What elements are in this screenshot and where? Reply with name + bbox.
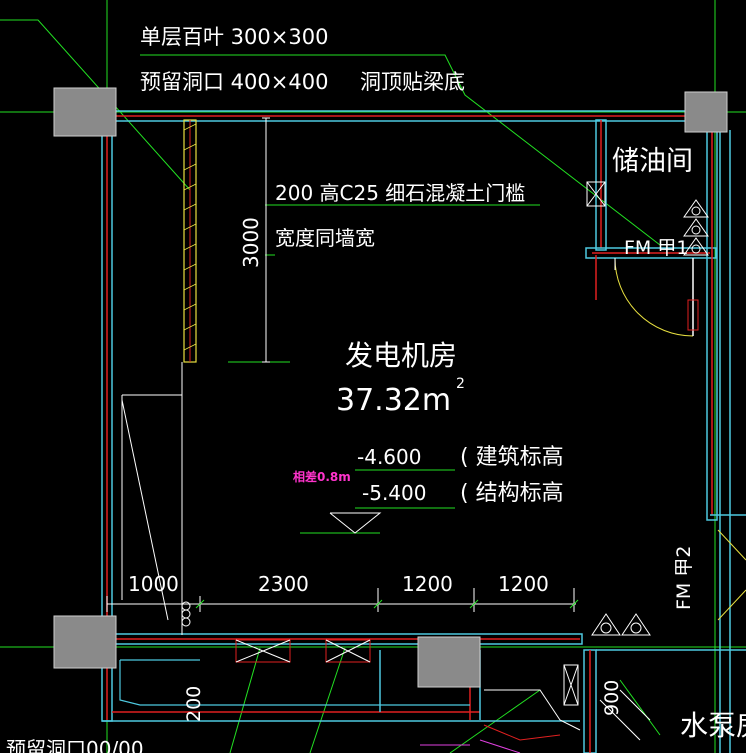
dim-900-label: 900 <box>601 680 623 716</box>
opening-top-note: 洞顶贴梁底 <box>360 70 465 94</box>
column-bottom-left <box>53 615 117 669</box>
sill-width-note: 宽度同墙宽 <box>275 226 375 250</box>
arch-elevation-value: -4.600 <box>357 445 421 469</box>
struct-elevation-label: ( 结构标高 <box>460 481 564 506</box>
struct-elevation-value: -5.400 <box>362 481 426 505</box>
leader-lines <box>0 19 661 753</box>
elevation-difference-note: 相差0.8m <box>293 469 351 484</box>
louver-note: 单层百叶 300×300 <box>140 25 328 49</box>
columns <box>53 87 728 688</box>
dim-3000-label: 3000 <box>239 217 263 268</box>
opening-note: 预留洞口 400×400 <box>140 70 328 94</box>
column-top-left <box>53 87 117 137</box>
door-fm1-label: FM 甲1 <box>624 237 688 259</box>
dim-1200b-label: 1200 <box>498 572 549 596</box>
dim-2300-label: 2300 <box>258 572 309 596</box>
pump-room-name: 水泵房 <box>680 709 746 742</box>
louver-strip <box>183 119 197 363</box>
oil-room-name: 储油间 <box>612 146 693 177</box>
dim-1200a-label: 1200 <box>402 572 453 596</box>
sill-note: 200 高C25 细石混凝土门槛 <box>275 181 525 205</box>
generator-room-area-unit: 2 <box>456 376 465 392</box>
dim-1000-label: 1000 <box>128 572 179 596</box>
door-fm2 <box>717 529 746 621</box>
generator-room-area: 37.32m <box>336 383 451 418</box>
dim-3000 <box>262 117 270 363</box>
door-fm1 <box>614 257 699 337</box>
arch-elevation-label: ( 建筑标高 <box>460 445 564 470</box>
elevation-marker <box>329 512 382 534</box>
dimension-chain <box>106 588 579 612</box>
column-bottom-mid <box>417 636 481 688</box>
dim-200-label: 200 <box>183 686 205 722</box>
column-top-right <box>684 91 728 133</box>
equipment-symbols <box>181 181 709 753</box>
door-fm2-label: FM 甲2 <box>673 546 695 610</box>
generator-room-name: 发电机房 <box>345 339 457 372</box>
left-partition <box>121 362 183 635</box>
bottom-opening-note: 预留洞口00/00 <box>6 737 144 753</box>
